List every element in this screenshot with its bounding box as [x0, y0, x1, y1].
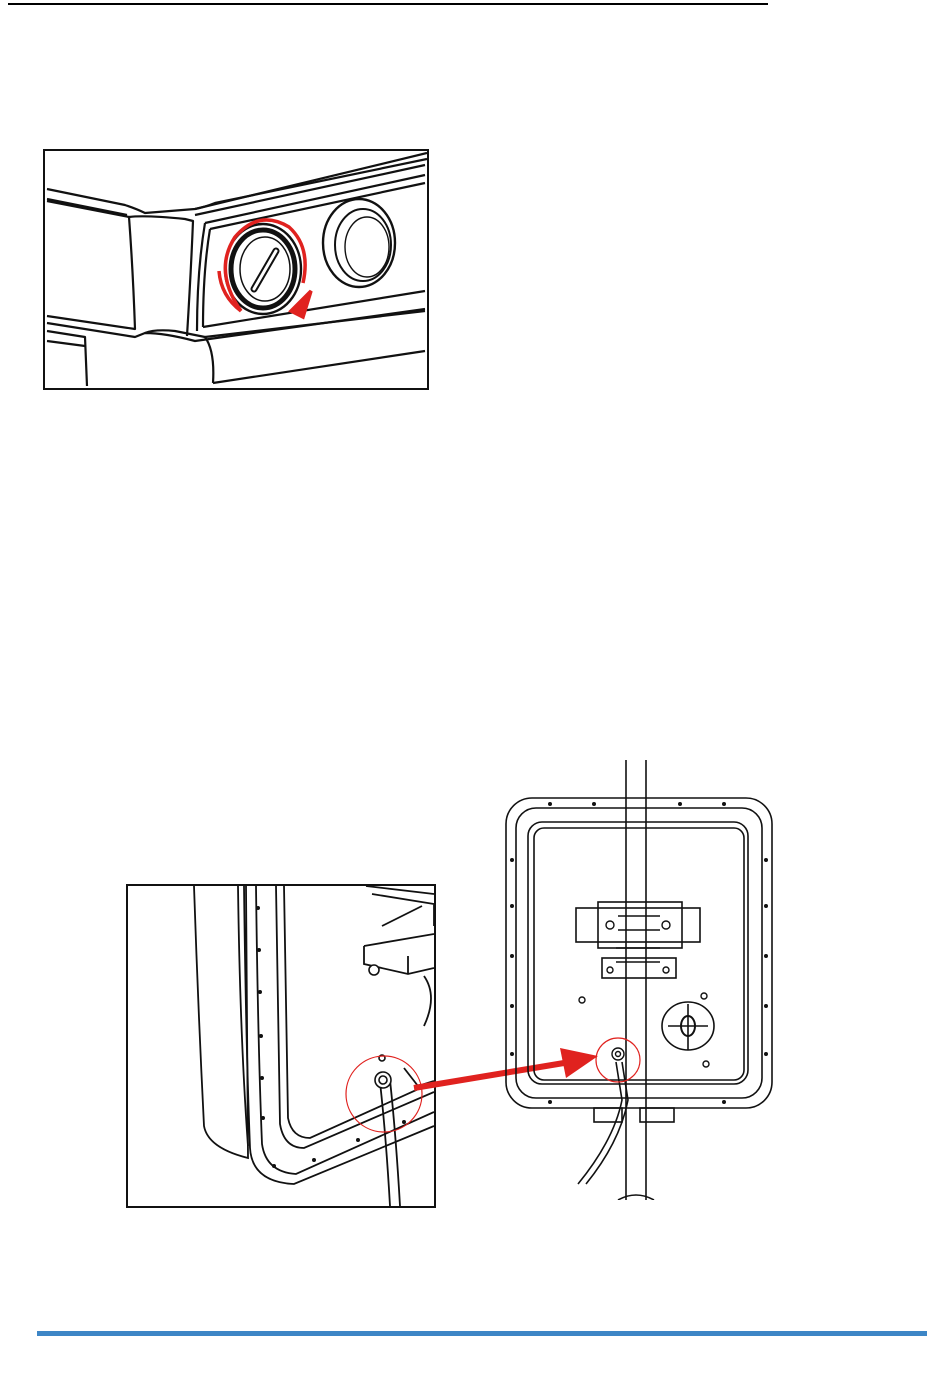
port-open-2: [323, 199, 395, 287]
header-rule: [0, 0, 950, 12]
pole-mounted-inverter-icon: [490, 760, 790, 1200]
footer-rule: [37, 1331, 927, 1336]
cap-rotation-figure: [43, 149, 429, 390]
ground-terminal-closeup-icon: [128, 886, 434, 1206]
rotate-cap-illustration-icon: [45, 151, 427, 388]
ground-closeup-figure: [126, 884, 436, 1208]
